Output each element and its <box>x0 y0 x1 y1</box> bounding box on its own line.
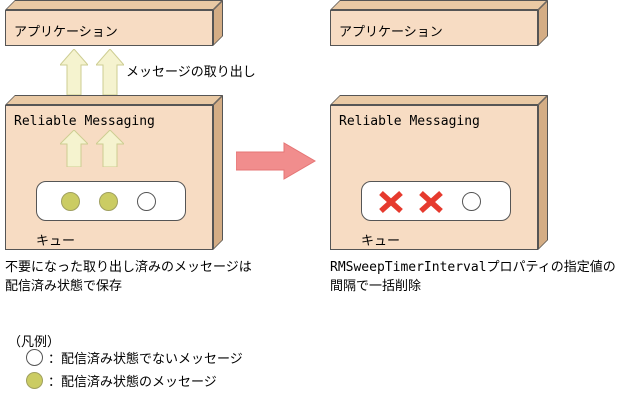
undelivered-message-circle <box>462 192 481 211</box>
right-application-label: アプリケーション <box>339 25 443 40</box>
left-queue <box>36 181 186 221</box>
right-caption-line1: RMSweepTimerIntervalプロパティの指定値の <box>330 260 616 275</box>
right-caption-line2: 間隔で一括削除 <box>330 279 422 294</box>
left-application-box-top-face <box>5 0 223 10</box>
delivered-message-circle <box>61 192 80 211</box>
up-arrow-shape <box>60 49 88 95</box>
left-application-box-side-face <box>213 0 223 46</box>
legend-title: （凡例） <box>8 335 61 350</box>
left-rm-box-side-face <box>213 95 223 250</box>
right-reliable-messaging-box: Reliable Messaging キュー <box>330 95 548 250</box>
deleted-message-x-icon <box>419 190 443 214</box>
left-caption-line2: 配信済み状態で保存 <box>5 279 123 294</box>
left-queue-label: キュー <box>36 234 76 249</box>
delivered-message-circle <box>99 192 118 211</box>
up-arrow-icon <box>96 130 124 167</box>
right-queue-label: キュー <box>361 234 401 249</box>
up-arrow-icon <box>60 49 88 95</box>
right-rm-label: Reliable Messaging <box>339 114 480 129</box>
x-stroke <box>379 190 403 214</box>
left-caption: 不要になった取り出し済みのメッセージは 配信済み状態で保存 <box>5 258 252 296</box>
undelivered-message-circle <box>137 192 156 211</box>
x-stroke <box>419 190 443 214</box>
right-application-box-side-face <box>538 0 548 46</box>
left-rm-box-top-face <box>5 95 223 105</box>
left-rm-box-front: Reliable Messaging キュー <box>5 105 213 250</box>
deleted-message-x-icon <box>379 190 403 214</box>
right-caption: RMSweepTimerIntervalプロパティの指定値の 間隔で一括削除 <box>330 258 616 296</box>
right-application-box-front: アプリケーション <box>330 10 538 46</box>
legend-item-label: ：配信済み状態でないメッセージ <box>48 352 243 367</box>
right-arrow-shape <box>236 142 316 180</box>
right-arrow-icon <box>236 142 316 180</box>
left-caption-line1: 不要になった取り出し済みのメッセージは <box>5 260 252 275</box>
left-rm-label: Reliable Messaging <box>14 114 155 129</box>
up-arrow-shape <box>96 130 124 167</box>
left-application-box-front: アプリケーション <box>5 10 213 46</box>
right-queue <box>361 181 511 221</box>
legend-item-label: ：配信済み状態のメッセージ <box>48 375 217 390</box>
left-application-box: アプリケーション <box>5 0 223 46</box>
undelivered-message-circle-icon <box>26 349 43 366</box>
legend-item-delivered: ：配信済み状態のメッセージ <box>26 371 217 390</box>
right-rm-box-front: Reliable Messaging キュー <box>330 105 538 250</box>
left-application-label: アプリケーション <box>14 25 118 40</box>
legend-item-undelivered: ：配信済み状態でないメッセージ <box>26 348 243 367</box>
delivered-message-circle-icon <box>26 372 43 389</box>
right-rm-box-side-face <box>538 95 548 250</box>
right-application-box-top-face <box>330 0 548 10</box>
up-arrow-shape <box>60 130 88 167</box>
left-reliable-messaging-box: Reliable Messaging キュー <box>5 95 223 250</box>
up-arrow-icon <box>60 130 88 167</box>
up-arrow-shape <box>96 49 124 95</box>
message-retrieval-label: メッセージの取り出し <box>126 65 256 80</box>
right-rm-box-top-face <box>330 95 548 105</box>
right-application-box: アプリケーション <box>330 0 548 46</box>
up-arrow-icon <box>96 49 124 95</box>
